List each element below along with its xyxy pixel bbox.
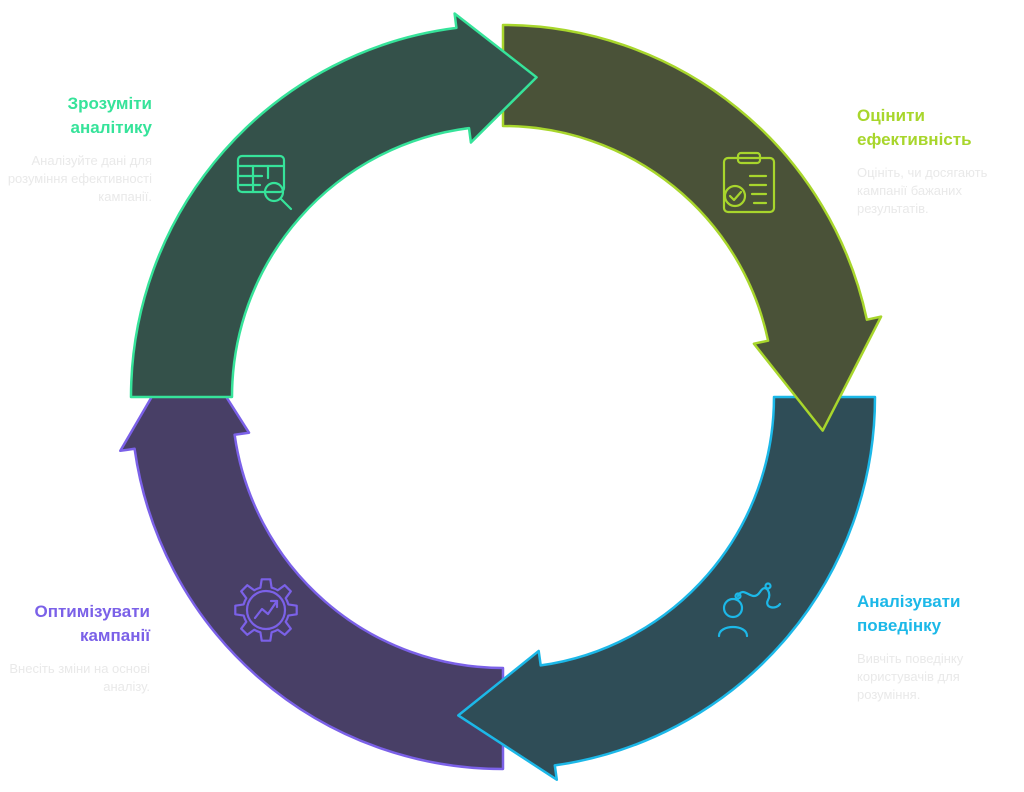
step-description: Аналізуйте дані для розуміння ефективнос… — [7, 153, 152, 204]
clipboard-check-icon — [722, 151, 776, 214]
table-search-icon — [236, 154, 293, 211]
step-description: Внесіть зміни на основі аналізу. — [9, 661, 150, 694]
step-description: Вивчіть поведінку користувачів для розум… — [857, 651, 964, 702]
step-title: Оптимізувати кампанії — [34, 602, 150, 645]
step-optimize: Оптимізувати кампанії Внесіть зміни на о… — [0, 600, 150, 696]
gear-chart-icon — [234, 578, 298, 642]
step-evaluate: Оцінити ефективність Оцініть, чи досягаю… — [857, 104, 1024, 218]
arrow-evaluate — [501, 23, 883, 432]
arrow-understand — [129, 12, 538, 399]
user-path-icon — [717, 582, 782, 638]
arrow-optimize — [119, 334, 505, 771]
step-description: Оцініть, чи досягають кампанії бажаних р… — [857, 165, 988, 216]
step-analyze: Аналізувати поведінку Вивчіть поведінку … — [857, 590, 1017, 704]
step-understand: Зрозуміти аналітику Аналізуйте дані для … — [0, 92, 152, 206]
step-title: Зрозуміти аналітику — [67, 94, 152, 137]
step-title: Оцінити ефективність — [857, 106, 972, 149]
step-title: Аналізувати поведінку — [857, 592, 961, 635]
arrow-analyze — [457, 395, 877, 781]
